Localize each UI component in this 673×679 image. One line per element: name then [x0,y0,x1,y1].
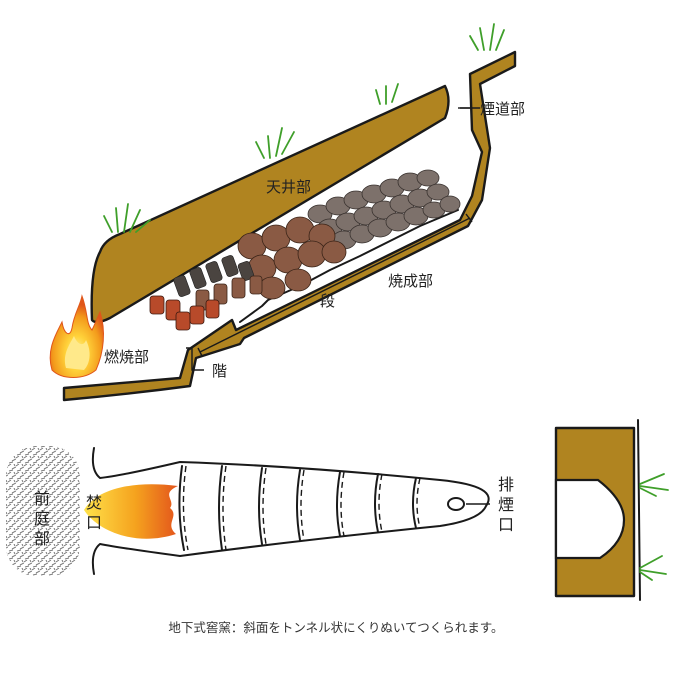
stairs-bracket [186,347,204,371]
exhaust-hole [447,497,465,511]
step-line [239,209,459,323]
fired-ware-group [149,255,263,331]
exhaust-label-1: 排 [498,475,514,494]
stairs-label: 階 [212,362,227,380]
step-label: 段 [320,292,335,310]
step-leader [199,217,471,353]
kiln-plan-view: 前 庭 部 焚 口 排 煙 口 [6,446,514,576]
ash-pile-icon [6,446,80,576]
ceiling-label: 天井部 [266,178,311,196]
fire-icon [49,294,104,378]
floor-earth [62,50,517,402]
front-yard-label-3: 部 [34,529,50,548]
kiln-cross-section: 煙道部 天井部 焼成部 段 燃焼部 階 [49,23,525,402]
flue-label: 煙道部 [480,100,525,118]
stoke-fire-icon [84,484,178,539]
grass-icon [103,23,505,233]
kiln-ribs [178,465,421,551]
caption: 地下式窖窯：斜面をトンネル状にくりぬいてつくられます。 [168,620,503,635]
exhaust-label-3: 口 [498,515,514,534]
front-yard-label-2: 庭 [34,509,50,528]
slope-line [637,419,641,601]
grass-icon-right [639,473,669,581]
exhaust-label-2: 煙 [498,495,514,514]
front-yard-label-1: 前 [34,489,50,508]
tunnel-opening [554,478,626,560]
tunnel-section [554,419,669,601]
stoke-hole-label-1: 焚 [86,493,102,512]
kiln-outline [91,447,490,575]
firing-chamber-label: 焼成部 [388,272,433,290]
pottery-icon [307,169,461,250]
combustion-label: 燃焼部 [104,348,149,366]
stoke-hole-label-2: 口 [86,513,102,532]
jar-group [237,216,347,300]
ceiling-earth [90,84,450,324]
step-leader-tick [197,213,473,357]
